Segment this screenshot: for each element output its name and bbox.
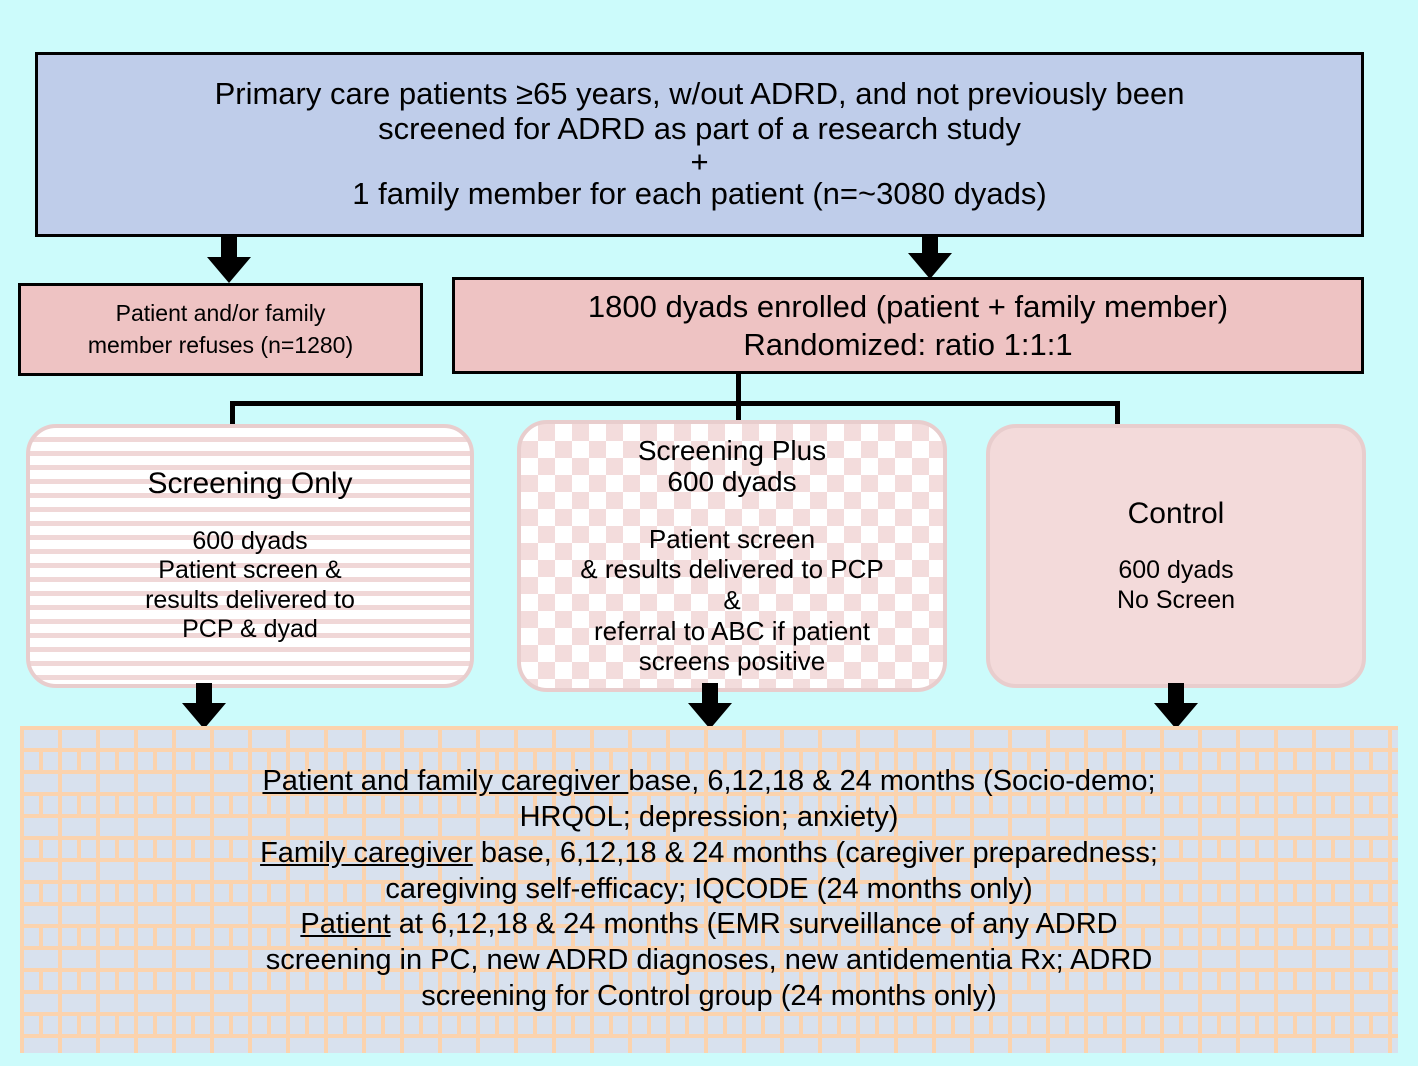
outcomes-line-1-rest: base, 6,12,18 & 24 months (Socio-demo; — [628, 764, 1156, 797]
outcomes-line-7: screening for Control group (24 months o… — [421, 979, 996, 1015]
arm-line-2: No Screen — [1116, 585, 1236, 614]
outcomes-line-5-underlined: Patient — [300, 908, 391, 941]
enrollment-line-2: Randomized: ratio 1:1:1 — [743, 326, 1073, 362]
arm-line-1: Patient screen — [648, 523, 816, 554]
outcomes-line-2: HRQOL; depression; anxiety) — [520, 800, 899, 836]
eligibility-criteria-box: Primary care patients ≥65 years, w/out A… — [35, 52, 1364, 237]
enrollment-line-1: 1800 dyads enrolled (patient + family me… — [587, 289, 1229, 325]
arrow-shaft — [221, 237, 237, 259]
arm-title-control: Control — [1127, 496, 1225, 530]
arrow-screening-plus-to-outcomes — [688, 683, 732, 730]
eligibility-line-2: screened for ADRD as part of a research … — [378, 110, 1021, 146]
arm-box-control: Control 600 dyads No Screen — [986, 424, 1366, 688]
outcomes-line-1: Patient and family caregiver base, 6,12,… — [262, 764, 1155, 800]
arrow-eligibility-to-enrollment — [908, 237, 952, 279]
outcomes-line-4: caregiving self-efficacy; IQCODE (24 mon… — [385, 872, 1032, 908]
outcomes-line-5-rest: at 6,12,18 & 24 months (EMR surveillance… — [390, 908, 1118, 941]
outcomes-line-4-rest: caregiving self-efficacy; IQCODE (24 mon… — [385, 872, 1033, 905]
arm-line-3: results delivered to — [145, 585, 355, 614]
eligibility-line-3: 1 family member for each patient (n=~308… — [352, 176, 1047, 212]
refusal-box: Patient and/or family member refuses (n=… — [18, 283, 423, 376]
outcomes-line-5: Patient at 6,12,18 & 24 months (EMR surv… — [300, 907, 1117, 943]
enrollment-randomization-box: 1800 dyads enrolled (patient + family me… — [452, 277, 1364, 374]
outcomes-measures-box: Patient and family caregiver base, 6,12,… — [20, 726, 1398, 1053]
arm-line-2: & results delivered to PCP — [580, 554, 884, 585]
arrow-head — [1154, 703, 1198, 729]
arm-line-1: 600 dyads — [1118, 556, 1234, 585]
branch-stem-screening-only — [230, 401, 235, 434]
eligibility-line-1: Primary care patients ≥65 years, w/out A… — [214, 75, 1185, 111]
arrow-shaft — [196, 683, 212, 705]
arm-title-screening-plus-line-1: Screening Plus — [637, 434, 827, 466]
outcomes-line-2-rest: HRQOL; depression; anxiety) — [519, 800, 899, 833]
outcomes-line-6: screening in PC, new ADRD diagnoses, new… — [266, 943, 1153, 979]
randomization-stem — [736, 374, 741, 406]
outcomes-line-1-underlined: Patient and family caregiver — [262, 764, 629, 797]
eligibility-plus-symbol: + — [690, 144, 709, 180]
arrow-head — [688, 703, 732, 729]
outcomes-line-7-rest: screening for Control group (24 months o… — [421, 980, 997, 1013]
outcomes-line-3: Family caregiver base, 6,12,18 & 24 mont… — [260, 836, 1158, 872]
arrow-control-to-outcomes — [1154, 683, 1198, 730]
arm-line-3: & — [723, 585, 741, 616]
arm-line-1: 600 dyads — [192, 526, 308, 555]
outcomes-line-3-rest: base, 6,12,18 & 24 months (caregiver pre… — [472, 836, 1158, 869]
branch-stem-control — [1115, 401, 1120, 434]
refusal-line-1: Patient and/or family — [115, 300, 326, 327]
arm-line-5: screens positive — [638, 646, 826, 677]
arrow-shaft — [922, 237, 938, 255]
randomization-bus — [230, 401, 1120, 406]
arm-line-4: referral to ABC if patient — [593, 615, 871, 646]
arrow-shaft — [702, 683, 718, 705]
outcomes-line-3-underlined: Family caregiver — [260, 836, 473, 869]
refusal-line-2: member refuses (n=1280) — [87, 331, 354, 358]
arrow-screening-only-to-outcomes — [182, 683, 226, 730]
arm-line-2: Patient screen & — [158, 556, 342, 585]
branch-stem-screening-plus — [736, 401, 741, 434]
outcomes-line-6-rest: screening in PC, new ADRD diagnoses, new… — [265, 944, 1153, 977]
arm-box-screening-only: Screening Only 600 dyads Patient screen … — [26, 424, 474, 688]
arrow-head — [182, 703, 226, 729]
arm-line-4: PCP & dyad — [182, 615, 318, 644]
arm-title-screening-plus-line-2: 600 dyads — [667, 466, 797, 498]
arm-box-screening-plus: Screening Plus 600 dyads Patient screen … — [517, 420, 947, 692]
arrow-head — [908, 253, 952, 279]
arm-title-screening-only: Screening Only — [147, 467, 353, 501]
arrow-shaft — [1168, 683, 1184, 705]
arrow-head — [207, 257, 251, 283]
arrow-eligibility-to-refusal — [207, 237, 251, 283]
